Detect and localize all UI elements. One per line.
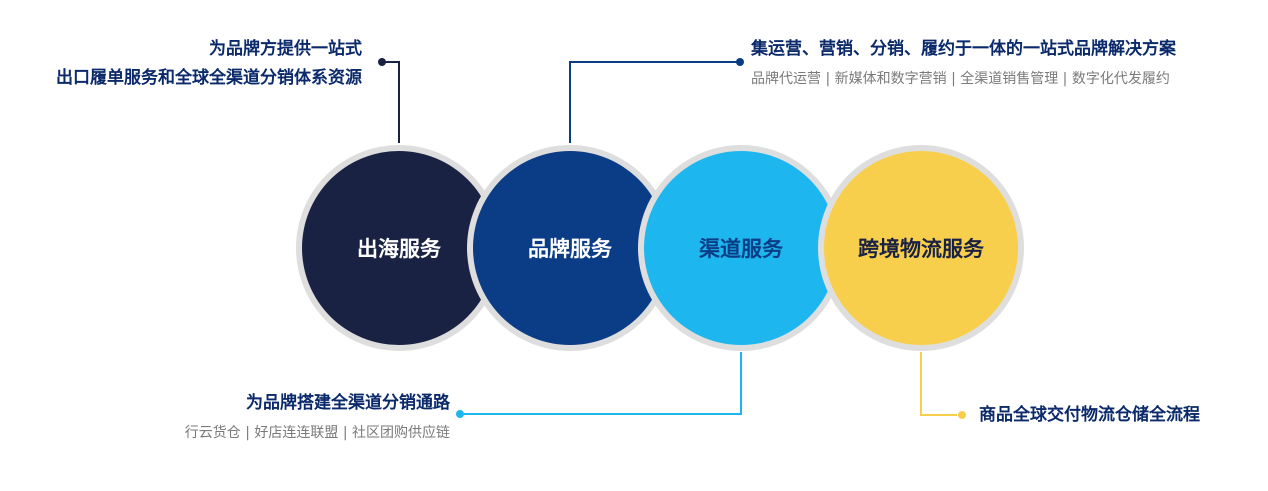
circle-brand [473, 151, 667, 345]
brand-callout-title: 集运营、营销、分销、履约于一体的一站式品牌解决方案 [751, 39, 1176, 59]
connector-brand [569, 61, 737, 143]
label-brand-service: 品牌服务 [528, 237, 612, 261]
label-overseas-service: 出海服务 [357, 237, 441, 261]
dot-overseas [378, 58, 386, 66]
channel-callout-title: 为品牌搭建全渠道分销通路 [246, 393, 450, 413]
connector-logistics [920, 352, 957, 416]
overseas-callout-line2: 出口履单服务和全球全渠道分销体系资源 [56, 68, 362, 88]
circle-logistics [824, 151, 1018, 345]
brand-callout-desc: 品牌代运营 | 新媒体和数字营销 | 全渠道销售管理 | 数字化代发履约 [751, 71, 1170, 87]
connector-channel [464, 352, 742, 415]
circle-overseas [302, 151, 496, 345]
label-logistics-service: 跨境物流服务 [858, 237, 984, 261]
circle-channel [644, 151, 838, 345]
overseas-callout-line1: 为品牌方提供一站式 [209, 39, 362, 59]
connector-overseas [385, 61, 400, 143]
channel-callout-desc: 行云货仓 | 好店连连联盟 | 社区团购供应链 [184, 425, 450, 441]
dot-brand [736, 58, 744, 66]
label-channel-service: 渠道服务 [699, 237, 783, 261]
dot-channel [456, 410, 464, 418]
dot-logistics [958, 411, 966, 419]
logistics-callout-title: 商品全球交付物流仓储全流程 [979, 405, 1200, 425]
